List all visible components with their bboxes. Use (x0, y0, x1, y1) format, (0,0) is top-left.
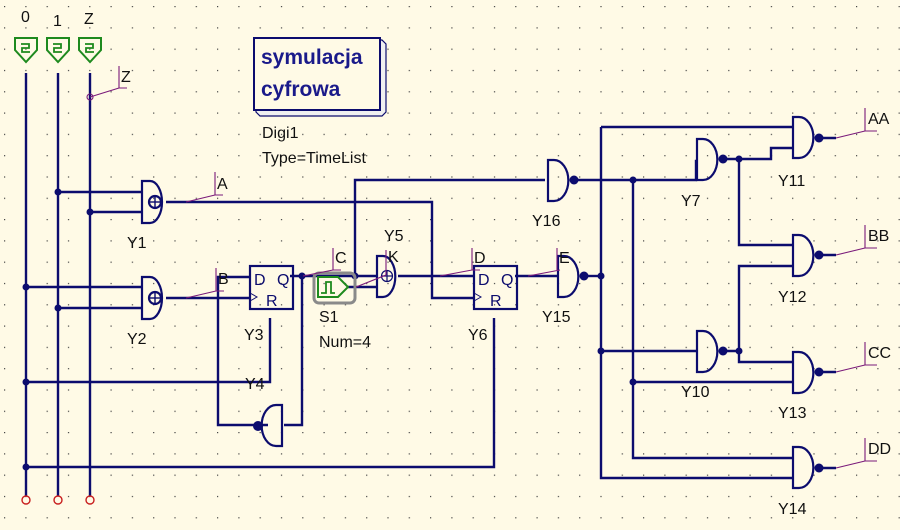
flipflop-y6[interactable]: D Q R Y6 (468, 264, 519, 344)
probe-b[interactable]: B (185, 268, 229, 299)
input-label-z: Z (84, 11, 94, 28)
probe-label-cc: CC (868, 345, 891, 362)
pulse-icon (321, 281, 335, 294)
pin-q: Q (277, 272, 289, 289)
source-name: S1 (319, 309, 339, 326)
pin-d: D (254, 272, 266, 289)
gate-y16[interactable]: Y16 (532, 158, 579, 230)
probe-label-k: K (388, 249, 399, 266)
gate-y12[interactable]: Y12 (778, 233, 824, 306)
probe-c[interactable]: C (302, 248, 347, 277)
probe-label-d: D (474, 250, 486, 267)
probe-k[interactable]: K (355, 249, 399, 288)
gate-label-y12: Y12 (778, 289, 807, 306)
probe-a[interactable]: A (185, 172, 228, 203)
pin-q: Q (501, 272, 513, 289)
probe-label-aa: AA (868, 111, 890, 128)
gate-y13[interactable]: Y13 (778, 350, 824, 422)
ff-label-y6: Y6 (468, 327, 488, 344)
probe-label-a: A (217, 176, 228, 193)
probe-label-e: E (559, 250, 570, 267)
gate-label-y7: Y7 (681, 193, 701, 210)
input-port-icon (14, 37, 38, 64)
ff-label-y3: Y3 (244, 327, 264, 344)
pin-r: R (266, 293, 278, 310)
gate-label-y13: Y13 (778, 405, 807, 422)
input-port-0[interactable]: 0 (14, 9, 38, 64)
gate-label-y15: Y15 (542, 309, 571, 326)
title-line-2: cyfrowa (261, 78, 341, 101)
input-label-0: 0 (21, 9, 30, 26)
gate-y7[interactable]: Y7 (681, 137, 728, 210)
input-port-icon (46, 37, 70, 64)
probe-dd[interactable]: DD (835, 438, 891, 469)
gate-y5[interactable]: Y5 (375, 228, 404, 299)
gate-y10[interactable]: Y10 (681, 329, 728, 401)
input-port-icon (78, 37, 102, 64)
gate-label-y2: Y2 (127, 331, 147, 348)
probe-z[interactable]: Z (86, 66, 131, 101)
probe-e[interactable]: E (527, 248, 570, 277)
source-param: Num=4 (319, 334, 371, 351)
probe-d[interactable]: D (439, 248, 486, 277)
pin-r: R (490, 293, 502, 310)
title-line-1: symulacja (261, 46, 363, 69)
probe-bb[interactable]: BB (835, 225, 889, 256)
probe-label-b: B (218, 271, 229, 288)
gate-y2[interactable]: Y2 (127, 275, 164, 348)
title-block[interactable]: symulacja cyfrowa Digi1 Type=TimeList (253, 37, 387, 167)
junction-nodes (22, 155, 743, 471)
probe-label-bb: BB (868, 228, 889, 245)
gate-label-y14: Y14 (778, 501, 807, 518)
title-block-name: Digi1 (262, 125, 299, 142)
probe-cc[interactable]: CC (835, 342, 891, 373)
gate-y14[interactable]: Y14 (778, 445, 824, 518)
wires (24, 73, 836, 496)
gate-y11[interactable]: Y11 (778, 115, 824, 190)
gate-label-y5: Y5 (384, 228, 404, 245)
clock-source-s1[interactable]: S1 Num=4 (312, 271, 371, 351)
gate-label-y1: Y1 (127, 235, 147, 252)
gate-label-y11: Y11 (778, 173, 805, 190)
probe-label-dd: DD (868, 441, 891, 458)
bus-terminals (21, 495, 95, 505)
probe-label-c: C (335, 250, 347, 267)
flipflop-y3[interactable]: D Q R Y3 (244, 264, 295, 344)
gate-label-y16: Y16 (532, 213, 561, 230)
gate-y4[interactable]: Y4 (245, 376, 284, 448)
input-port-1[interactable]: 1 (46, 13, 70, 64)
gate-label-y4: Y4 (245, 376, 265, 393)
gate-label-y10: Y10 (681, 384, 710, 401)
gate-y15[interactable]: Y15 (542, 254, 589, 326)
input-port-z[interactable]: Z (78, 11, 102, 64)
pin-d: D (478, 272, 490, 289)
probe-aa[interactable]: AA (835, 108, 890, 139)
input-label-1: 1 (53, 13, 62, 30)
probe-label-z: Z (121, 69, 131, 86)
title-block-type: Type=TimeList (262, 150, 366, 167)
gate-y1[interactable]: Y1 (127, 179, 164, 252)
